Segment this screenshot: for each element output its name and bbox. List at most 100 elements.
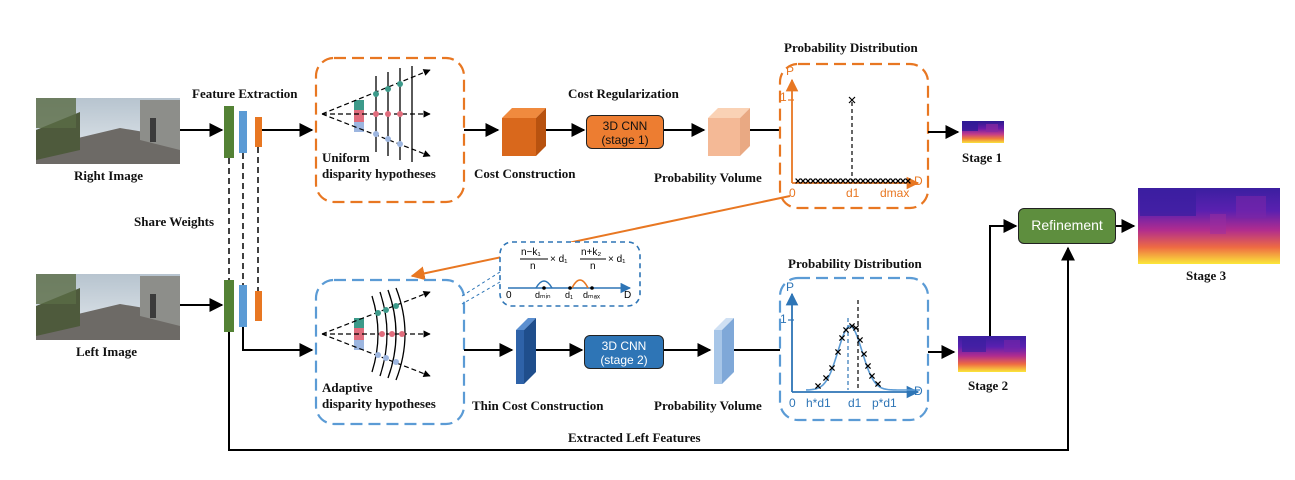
- inset-dot-dmax: [590, 286, 594, 290]
- inset-tick-0: 0: [506, 290, 512, 301]
- plot1-zero-marker-17: [880, 178, 886, 184]
- stage3-depth-map: [1138, 188, 1280, 264]
- plot1-peak-marker: [848, 96, 856, 104]
- inset-frac1-num: n−k₁: [521, 247, 541, 258]
- label-extracted-left-features: Extracted Left Features: [568, 430, 701, 445]
- plot1-tick-dmax: dmax: [880, 186, 910, 200]
- plot2-sample-marker-3: [834, 348, 842, 356]
- plot1-zero-marker-2: [805, 178, 811, 184]
- inset-dot-d1: [568, 286, 572, 290]
- adaptive-hypotheses-box: [314, 278, 466, 426]
- stage1-depth-map: [962, 121, 1004, 143]
- plot1-zero-marker-4: [815, 178, 821, 184]
- feature-block-orange-top: [255, 117, 262, 147]
- plot1-zero-marker-21: [900, 178, 906, 184]
- inset-tick-dmax: dₘₐₓ: [583, 290, 600, 300]
- label-stage3: Stage 3: [1186, 268, 1227, 283]
- plot2-sample-marker-4: [838, 334, 846, 342]
- probability-volume-cube-1: [708, 108, 750, 156]
- inset-d-label: D: [624, 290, 632, 301]
- label-left-image: Left Image: [76, 344, 138, 359]
- inset-leader-1: [461, 271, 501, 297]
- plot1-zero-marker-3: [810, 178, 816, 184]
- cnn-stage2-line1: 3D CNN: [601, 339, 647, 353]
- feature-block-blue-top: [239, 111, 247, 153]
- plot2-axes: [785, 292, 920, 399]
- plot2-one-label: 1: [780, 312, 787, 326]
- probability-distribution-box-2: [778, 276, 930, 422]
- label-uniform-1: Uniform: [322, 150, 370, 165]
- plot1-zero-marker-16: [875, 178, 881, 184]
- plot1-zero-marker-5: [820, 178, 826, 184]
- plot2-d-label: D: [914, 384, 923, 398]
- inset-bump-2: [571, 279, 589, 289]
- probability-volume-slab-2: [714, 318, 734, 384]
- label-uniform-2: disparity hypotheses: [322, 166, 436, 181]
- arrow-dist1-to-adaptive: [410, 195, 791, 281]
- plot1-axes: [785, 78, 920, 190]
- plot2-marks: [788, 300, 920, 391]
- hypothesis-range-inset: [499, 241, 641, 307]
- label-stage1: Stage 1: [962, 150, 1003, 165]
- plot1-zero-marker-9: [840, 178, 846, 184]
- plot1-zero-marker-18: [885, 178, 891, 184]
- plot1-zero-marker-8: [835, 178, 841, 184]
- label-stage2: Stage 2: [968, 378, 1009, 393]
- inset-tick-d1: d₁: [565, 290, 574, 300]
- inset-bump-1: [535, 280, 553, 289]
- feature-block-green-bottom: [224, 280, 234, 332]
- label-probability-volume-2: Probability Volume: [654, 398, 762, 413]
- plot1-tick-0: 0: [789, 186, 796, 200]
- stage2-depth-map: [958, 336, 1026, 372]
- label-thin-cost-construction: Thin Cost Construction: [472, 398, 604, 413]
- label-cost-construction: Cost Construction: [474, 166, 576, 181]
- plot1-zero-marker-1: [800, 178, 806, 184]
- inset-frac2-tail: × d₁: [608, 254, 626, 265]
- uniform-hypothesis-fan: [321, 66, 431, 162]
- plot1-zero-marker-13: [860, 178, 866, 184]
- inset-frac1-den: n: [530, 261, 536, 272]
- plot2-sample-marker-10: [864, 362, 872, 370]
- plot2-sample-marker-12: [874, 380, 882, 388]
- plot1-zero-marker-10: [845, 178, 851, 184]
- feature-block-blue-bottom: [239, 285, 247, 327]
- plot1-d-label: D: [914, 174, 923, 188]
- inset-dot-dmin: [542, 286, 546, 290]
- label-probability-volume-1: Probability Volume: [654, 170, 762, 185]
- label-right-image: Right Image: [74, 168, 143, 183]
- cnn-stage1-line1: 3D CNN: [602, 119, 648, 133]
- plot2-gaussian-curve: [806, 325, 920, 391]
- plot2-sample-marker-6: [848, 322, 856, 330]
- cost-volume-cube: [502, 108, 546, 156]
- plot2-sample-marker-2: [828, 364, 836, 372]
- cnn-stage1-box: 3D CNN (stage 1): [586, 115, 664, 149]
- label-feature-extraction: Feature Extraction: [192, 86, 298, 101]
- plot2-p-label: P: [786, 280, 795, 294]
- probability-distribution-box-1: [778, 62, 930, 210]
- right-image-photo: [36, 98, 180, 164]
- plot1-marks: [788, 96, 911, 184]
- cnn-stage1-line2: (stage 1): [601, 133, 649, 147]
- plot1-zero-marker-20: [895, 178, 901, 184]
- label-probability-distribution-2: Probability Distribution: [788, 256, 922, 271]
- cnn-stage2-line2: (stage 2): [600, 353, 648, 367]
- uniform-hypotheses-box: [314, 56, 466, 204]
- adaptive-hypothesis-fan: [321, 287, 431, 381]
- plot2-sample-marker-8: [856, 336, 864, 344]
- plot1-zero-marker-22: [905, 178, 911, 184]
- inset-tick-dmin: dₘᵢₙ: [535, 290, 551, 300]
- inset-frac1-tail: × d₁: [550, 254, 568, 265]
- plot2-tick-pd1: p*d1: [872, 396, 897, 410]
- plot1-p-label: P: [786, 64, 795, 78]
- plot1-one-label: 1: [780, 90, 787, 104]
- thin-cost-volume: [516, 318, 536, 384]
- inset-leader-2: [461, 281, 501, 305]
- plot2-sample-marker-5: [842, 326, 850, 334]
- plot1-zero-marker-7: [830, 178, 836, 184]
- arrow-features-to-adaptive: [242, 327, 314, 357]
- feature-block-green-top: [224, 106, 234, 158]
- label-adaptive-1: Adaptive: [322, 380, 373, 395]
- plot1-zero-marker-6: [825, 178, 831, 184]
